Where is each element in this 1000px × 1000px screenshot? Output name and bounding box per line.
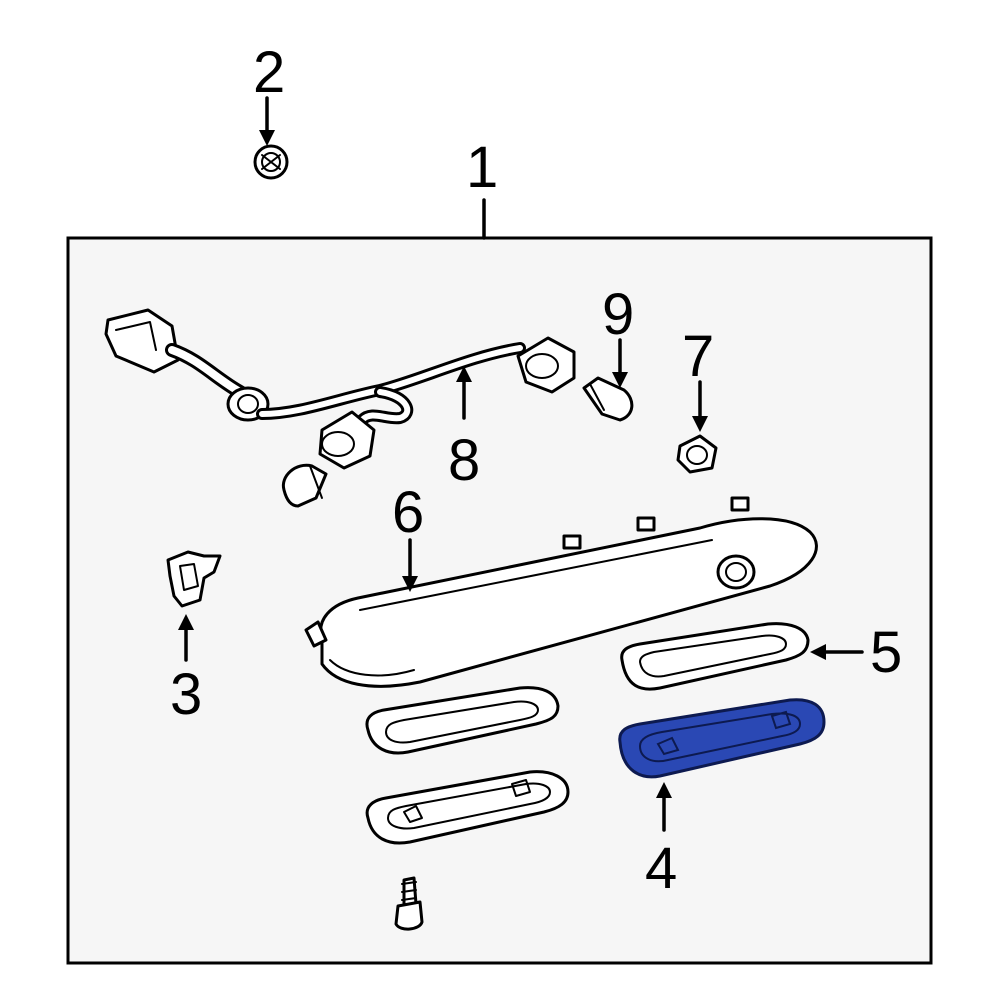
arrow-4: [656, 782, 672, 832]
part-screw[interactable]: [394, 876, 424, 931]
arrow-9: [612, 338, 628, 388]
callout-4: 4: [645, 836, 677, 901]
part-clip[interactable]: [166, 550, 222, 608]
callout-3: 3: [170, 662, 202, 727]
callout-9: 9: [602, 282, 634, 347]
part-lamp-housing[interactable]: [304, 496, 818, 688]
part-grommet-7[interactable]: [676, 434, 718, 474]
arrow-5: [810, 644, 864, 660]
callout-6: 6: [392, 480, 424, 545]
part-bulb-left[interactable]: [281, 463, 328, 508]
arrow-7: [692, 380, 708, 432]
callout-8: 8: [448, 428, 480, 493]
part-lens-cover-left[interactable]: [365, 770, 570, 845]
part-wire-harness[interactable]: [104, 308, 576, 470]
arrow-8: [456, 366, 472, 420]
callout-1: 1: [466, 135, 498, 200]
part-lens-left[interactable]: [365, 686, 560, 755]
part-lens-cover-highlighted[interactable]: [618, 698, 826, 779]
part-bulb-9[interactable]: [582, 376, 634, 422]
part-grommet-top[interactable]: [253, 144, 289, 180]
arrow-3: [178, 614, 194, 662]
part-lens-right[interactable]: [620, 622, 810, 691]
callout-7: 7: [682, 324, 714, 389]
arrow-6: [402, 538, 418, 592]
arrow-2: [259, 96, 275, 146]
callout-5: 5: [870, 620, 902, 685]
callout-2: 2: [253, 40, 285, 105]
